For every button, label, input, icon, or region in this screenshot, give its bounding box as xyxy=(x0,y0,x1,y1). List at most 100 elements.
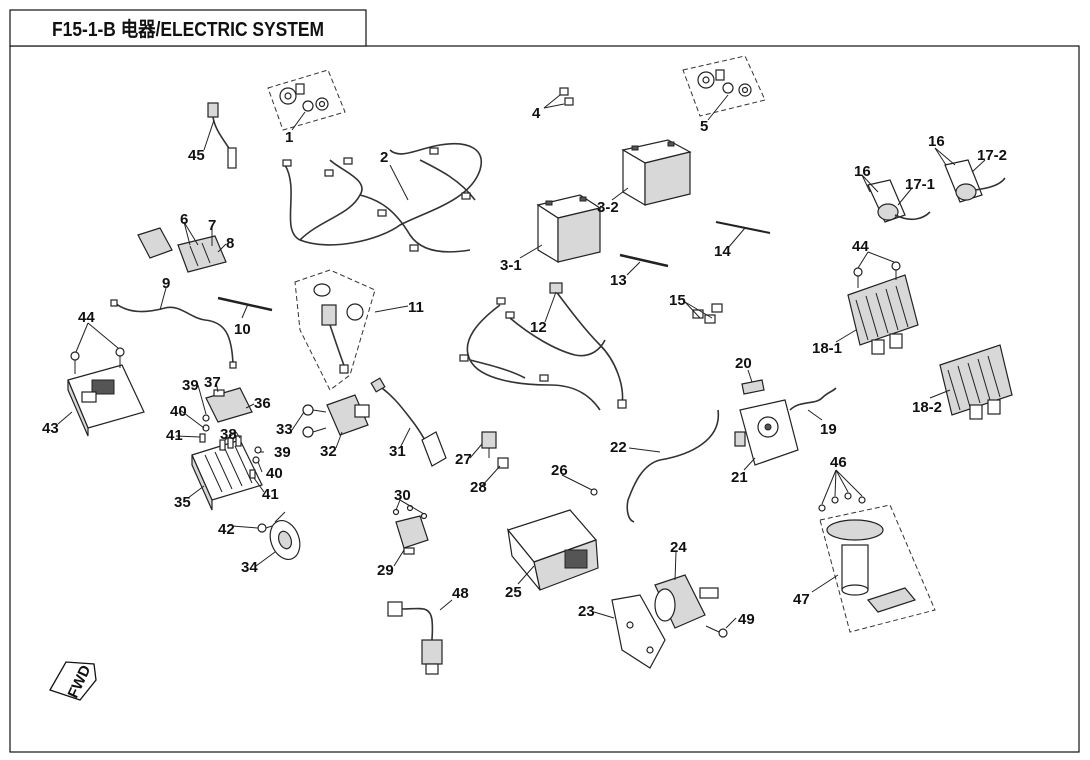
nut-icon xyxy=(202,424,260,464)
callout-44b: 44 xyxy=(852,238,869,255)
callout-39a: 39 xyxy=(182,377,199,394)
callout-14: 14 xyxy=(714,243,731,260)
sensor-icon xyxy=(481,431,497,458)
bolt-icon xyxy=(302,404,327,438)
callout-21: 21 xyxy=(731,469,748,486)
leader-lines xyxy=(57,94,986,629)
plug-icon xyxy=(497,457,509,469)
callout-34: 34 xyxy=(241,559,258,576)
callout-10: 10 xyxy=(234,321,251,338)
sensor-icon xyxy=(207,102,237,169)
callout-36: 36 xyxy=(254,395,271,412)
callout-13: 13 xyxy=(610,272,627,289)
bolt-icon xyxy=(559,87,574,106)
spark-plug-cap-icon xyxy=(370,377,447,467)
callout-32: 32 xyxy=(320,443,337,460)
cable-icon xyxy=(626,409,719,523)
callout-9: 9 xyxy=(162,275,170,292)
callout-49: 49 xyxy=(738,611,755,628)
starter-relay-icon xyxy=(734,399,799,466)
label-icon xyxy=(213,389,225,397)
control-unit-icon xyxy=(67,364,145,437)
callout-46: 46 xyxy=(830,454,847,471)
callout-17-2: 17-2 xyxy=(977,147,1007,164)
ignition-coil-icon xyxy=(326,394,370,436)
rod-icon xyxy=(217,296,273,312)
callout-5: 5 xyxy=(700,118,708,135)
callout-15: 15 xyxy=(669,292,686,309)
callout-20: 20 xyxy=(735,355,752,372)
cap-icon xyxy=(741,379,765,395)
callout-41b: 41 xyxy=(262,486,279,503)
callout-3-1: 3-1 xyxy=(500,257,522,274)
callout-16a: 16 xyxy=(854,163,871,180)
callout-45: 45 xyxy=(188,147,205,164)
relay-kit-icon xyxy=(682,55,766,117)
callout-42: 42 xyxy=(218,521,235,538)
callout-28: 28 xyxy=(470,479,487,496)
callout-30: 30 xyxy=(394,487,411,504)
callout-8: 8 xyxy=(226,235,234,252)
callout-25: 25 xyxy=(505,584,522,601)
connector-block-icon xyxy=(137,227,227,273)
fuel-pump-icon xyxy=(819,504,936,633)
callout-47: 47 xyxy=(793,591,810,608)
callout-18-1: 18-1 xyxy=(812,340,842,357)
sensor-icon xyxy=(387,601,443,675)
bolt-icon xyxy=(202,414,262,454)
callout-33: 33 xyxy=(276,421,293,438)
callout-44a: 44 xyxy=(78,309,95,326)
fuse-icon xyxy=(199,433,256,479)
callout-38: 38 xyxy=(220,426,237,443)
relay-kit-icon xyxy=(267,69,346,131)
bolt-icon xyxy=(257,523,273,533)
callout-18-2: 18-2 xyxy=(912,399,942,416)
cable-tie-icon xyxy=(619,253,669,268)
battery-icon xyxy=(621,139,692,207)
battery-icon xyxy=(536,194,602,264)
callout-41a: 41 xyxy=(166,427,183,444)
callout-7: 7 xyxy=(208,217,216,234)
regulator-icon xyxy=(847,274,919,355)
bolt-icon xyxy=(853,261,901,288)
callout-26: 26 xyxy=(551,462,568,479)
sheet-border xyxy=(9,45,1080,753)
clip-icon xyxy=(692,303,723,324)
callout-4: 4 xyxy=(532,105,541,122)
bracket-icon xyxy=(611,594,666,669)
callout-27: 27 xyxy=(455,451,472,468)
bolt-icon xyxy=(705,625,728,638)
callout-35: 35 xyxy=(174,494,191,511)
callout-3-2: 3-2 xyxy=(597,199,619,216)
callout-40b: 40 xyxy=(266,465,283,482)
fuse-box-icon xyxy=(191,439,263,511)
starter-motor-icon xyxy=(654,574,719,629)
callout-17-1: 17-1 xyxy=(905,176,935,193)
callout-39b: 39 xyxy=(274,444,291,461)
cable-icon xyxy=(110,299,237,369)
screw-icon xyxy=(590,488,598,496)
callout-2: 2 xyxy=(380,149,388,166)
callout-11: 11 xyxy=(408,299,424,316)
callout-6: 6 xyxy=(180,211,188,228)
callout-22: 22 xyxy=(610,439,627,456)
callout-37: 37 xyxy=(204,374,221,391)
horn-icon xyxy=(269,511,301,560)
callout-16b: 16 xyxy=(928,133,945,150)
callout-48: 48 xyxy=(452,585,469,602)
fuse-box-cover-icon xyxy=(205,387,253,423)
callout-19: 19 xyxy=(820,421,837,438)
page-title: F15-1-B 电器/ELECTRIC SYSTEM xyxy=(52,18,324,41)
callout-40a: 40 xyxy=(170,403,187,420)
callout-29: 29 xyxy=(377,562,394,579)
rod-icon xyxy=(715,221,771,234)
relay-icon xyxy=(395,515,429,555)
lead-icon xyxy=(789,387,837,411)
bolt-icon xyxy=(70,347,125,374)
title-box xyxy=(9,9,367,47)
callout-43: 43 xyxy=(42,420,59,437)
wire-harness-icon xyxy=(459,282,627,411)
callout-23: 23 xyxy=(578,603,595,620)
sensor-icon xyxy=(944,159,1006,203)
